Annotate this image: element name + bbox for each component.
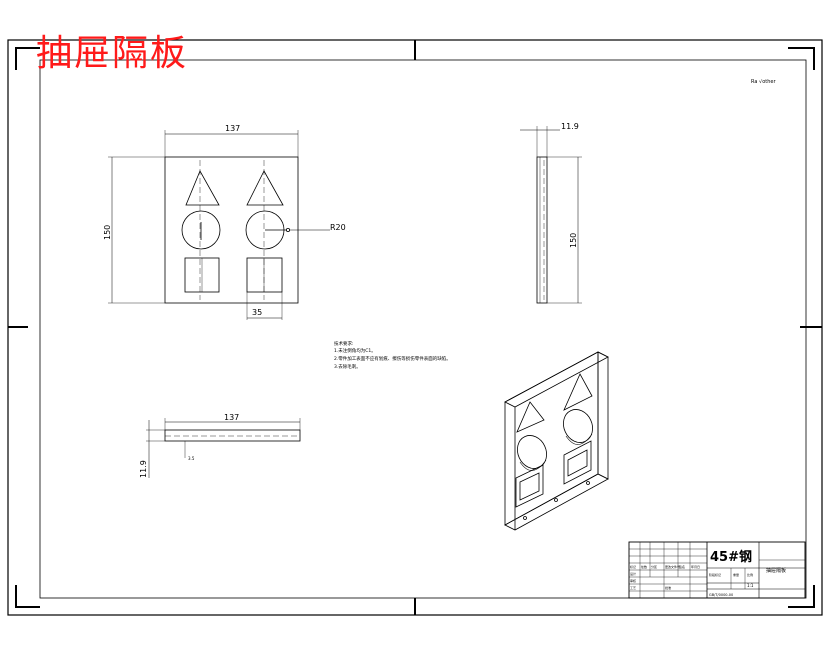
role-review: 审核 [630,578,636,583]
label-stage: 阶段标记 [709,572,721,577]
bottom-view [146,418,301,478]
notes-line-2: 2.零件加工表面不应有划痕、擦伤等损伤零件表面的缺陷。 [334,355,451,362]
dim-side-thickness: 11.9 [561,122,579,131]
dim-bottom-width: 137 [224,413,239,422]
dim-circle-radius: R20 [330,223,346,232]
header-sign: 签名 [679,564,685,569]
header-zone: 分区 [651,564,657,569]
roughness-symbol: Ra √other [751,79,776,85]
label-weight: 重量 [733,572,739,577]
isometric-view [504,351,609,531]
side-view [520,126,582,304]
title-block-headers: 标记 处数 分区 更改文件号 签名 年月日 设计 审核 工艺 批准 阶段标记 重… [630,564,753,590]
role-approve: 批准 [665,585,671,590]
dim-front-height: 150 [103,225,112,240]
header-mark: 标记 [630,564,636,569]
notes-heading: 技术要求: [334,340,354,347]
dim-bottom-small: 3.5 [188,456,195,461]
front-view [108,130,330,320]
header-change-doc: 更改文件号 [665,564,680,569]
dim-front-width: 137 [225,124,240,133]
dim-square-width: 35 [252,308,262,317]
drawing-title: 抽屉隔板 [36,33,189,74]
part-name-label: 抽屉隔板 [766,567,786,574]
title-block [628,541,806,599]
dim-side-height: 150 [569,233,578,248]
header-count: 处数 [641,564,647,569]
outer-frame [7,39,823,616]
notes-line-1: 1.未注倒角均为C1。 [334,347,376,354]
inner-frame [39,59,807,599]
notes-line-3: 3.去除毛刺。 [334,363,361,370]
role-design: 设计 [630,571,636,576]
technical-notes: 技术要求: 1.未注倒角均为C1。 2.零件加工表面不应有划痕、擦伤等损伤零件表… [334,340,451,370]
header-date: 年月日 [691,564,700,569]
role-process: 工艺 [630,585,636,590]
center-marks [8,40,822,615]
material-label: 45#钢 [710,549,752,565]
corner-marks [15,47,815,608]
label-scale: 比例 [747,572,753,577]
dim-bottom-thickness: 11.9 [139,460,148,478]
scale-value: 1:1 [747,583,754,588]
drawing-number: GB/T/0000-00 [709,593,733,597]
